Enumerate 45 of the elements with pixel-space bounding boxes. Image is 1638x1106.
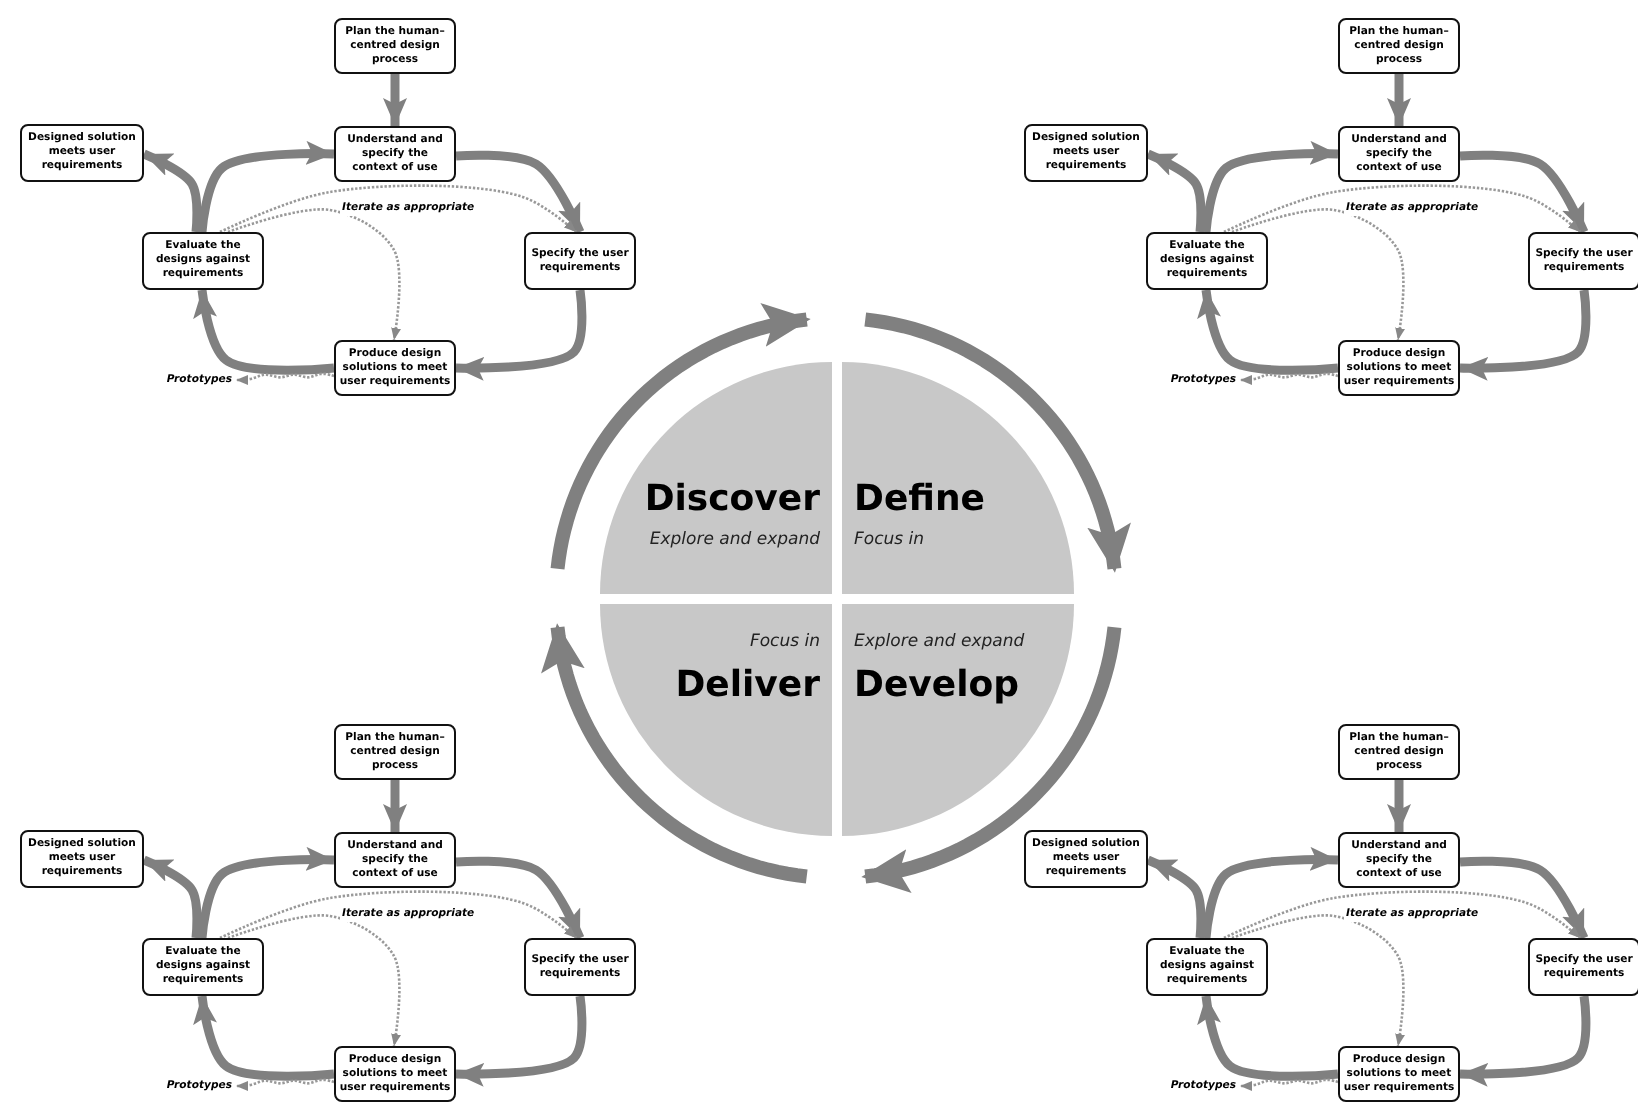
arrow <box>1146 149 1206 233</box>
phase-subtitle: Focus in <box>747 632 822 654</box>
arrow <box>1223 184 1581 234</box>
arrow <box>1387 780 1411 832</box>
arrow <box>236 372 335 385</box>
arrow <box>142 855 202 939</box>
arrow <box>1459 150 1589 234</box>
arrow <box>1240 372 1339 385</box>
arrow <box>455 289 587 381</box>
arrow <box>455 856 585 940</box>
arrow <box>193 995 335 1081</box>
arrow <box>1197 995 1339 1081</box>
phase-subtitle: Focus in <box>852 530 927 552</box>
phase-title: Define <box>852 478 988 522</box>
arrow <box>219 184 577 234</box>
arrow <box>1146 855 1206 939</box>
arrow <box>383 74 407 126</box>
arrow <box>1231 208 1405 341</box>
arrow <box>1459 856 1589 940</box>
arrow <box>1240 1078 1339 1091</box>
arrow <box>1387 74 1411 126</box>
arrow <box>1201 847 1339 939</box>
arrow <box>227 914 401 1047</box>
arrow <box>236 1078 335 1091</box>
arrow <box>1201 141 1339 233</box>
arrow <box>227 208 401 341</box>
phase-subtitle: Explore and expand <box>852 632 1027 654</box>
arrow <box>383 780 407 832</box>
arrow <box>142 149 202 233</box>
arrow <box>455 995 587 1087</box>
arrow <box>455 150 585 234</box>
quadrant-segment <box>842 604 1074 836</box>
arrow <box>219 890 577 940</box>
arrow <box>1197 289 1339 375</box>
arrow <box>1223 890 1581 940</box>
arrow <box>197 847 335 939</box>
arrow <box>1459 289 1591 381</box>
arrow <box>1231 914 1405 1047</box>
phase-subtitle: Explore and expand <box>647 530 822 552</box>
phase-title: Deliver <box>673 664 822 708</box>
arrow <box>197 141 335 233</box>
arrow <box>1459 995 1591 1087</box>
phase-title: Discover <box>642 478 822 522</box>
arrow <box>193 289 335 375</box>
phase-title: Develop <box>852 664 1022 708</box>
